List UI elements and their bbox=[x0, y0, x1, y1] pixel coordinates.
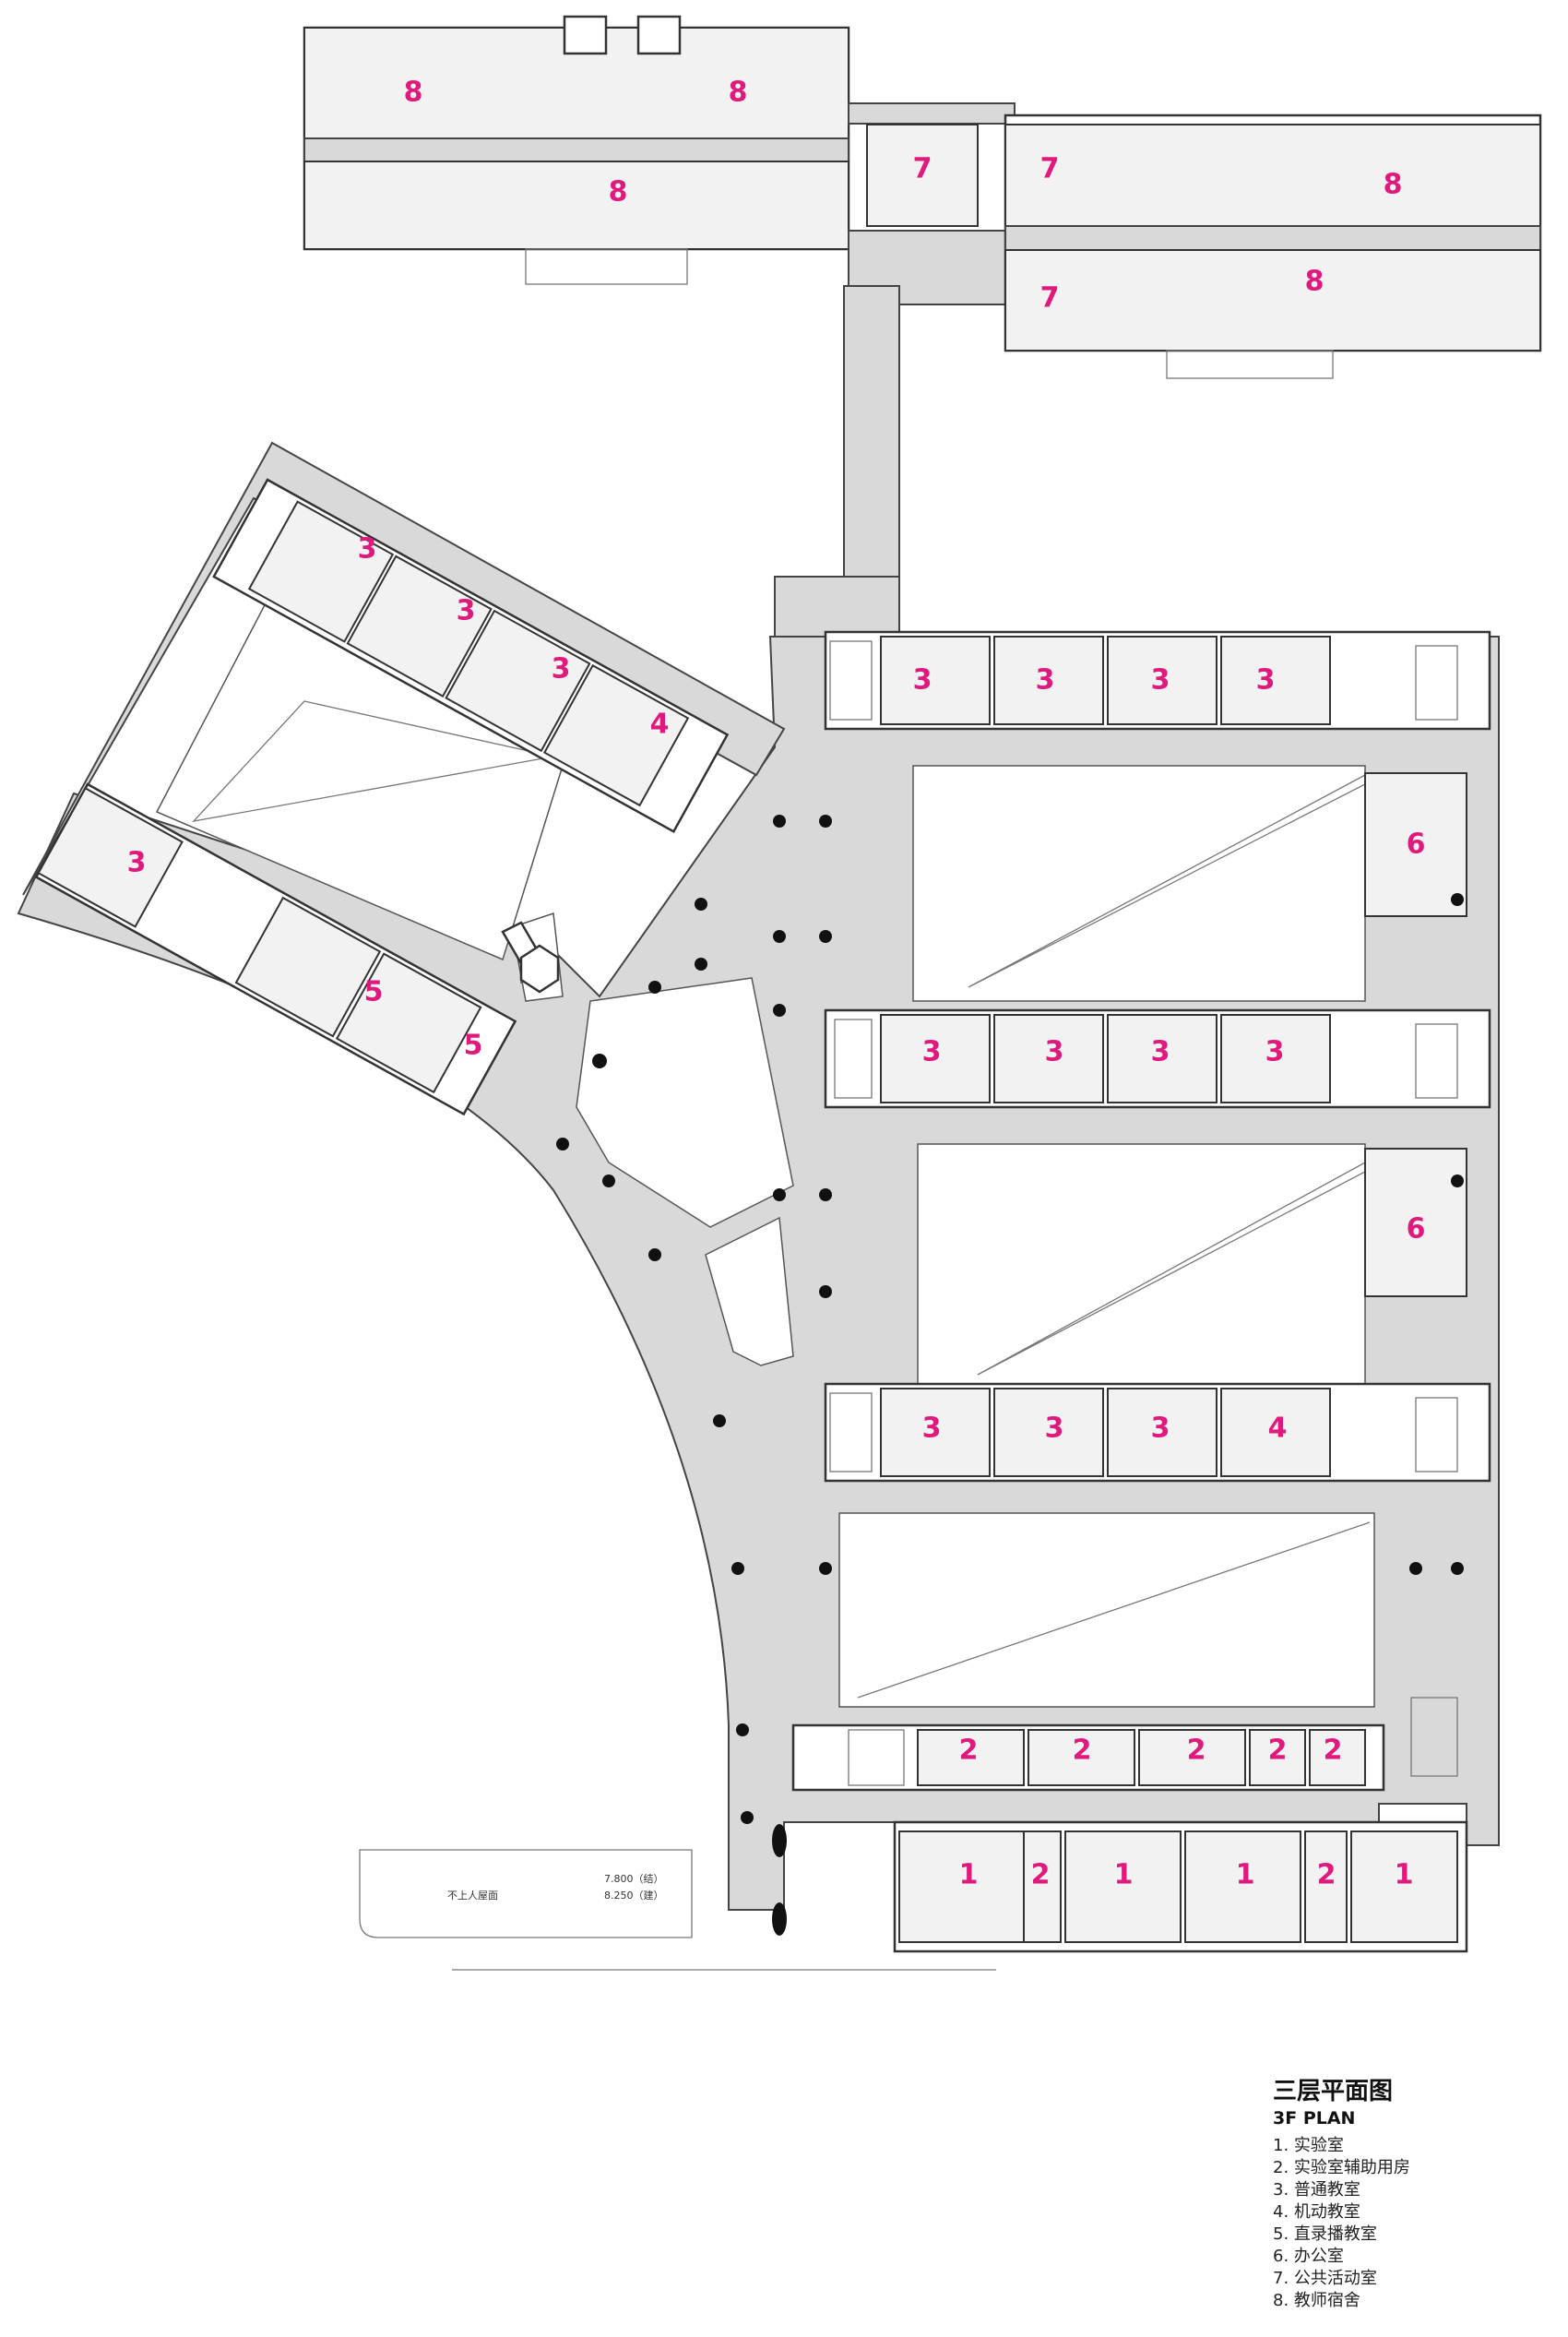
room-label-w-c3: 3 bbox=[552, 653, 571, 686]
room-label-r4-c: 2 bbox=[1187, 1735, 1206, 1767]
row-3 bbox=[824, 1382, 1491, 1483]
north-link-bridge bbox=[848, 102, 1016, 305]
room-label-dorm-e: 8 bbox=[1305, 266, 1324, 298]
legend-item: 2. 实验室辅助用房 bbox=[1273, 2158, 1410, 2177]
room-labels: 8 8 8 8 8 7 7 7 3 3 3 4 3 5 5 3 3 3 3 6 … bbox=[127, 77, 1426, 1891]
room-label-w-c6: 5 bbox=[364, 976, 384, 1008]
labs-row bbox=[893, 1820, 1468, 1953]
room-label-lab-a: 1 bbox=[959, 1859, 979, 1891]
office-block-a bbox=[1364, 772, 1467, 917]
legend-item: 1. 实验室 bbox=[1273, 2136, 1344, 2155]
room-label-r4-b: 2 bbox=[1073, 1735, 1092, 1767]
room-label-dorm-d: 8 bbox=[1384, 169, 1403, 201]
north-dorm-east bbox=[1004, 113, 1542, 379]
room-label-w-c5: 3 bbox=[127, 847, 147, 879]
room-label-r4-d: 2 bbox=[1268, 1735, 1288, 1767]
room-label-r2-c: 3 bbox=[1151, 1036, 1170, 1068]
room-label-act-b: 7 bbox=[1040, 153, 1060, 185]
hexagon-feature bbox=[519, 944, 560, 994]
room-label-r3-c: 3 bbox=[1151, 1413, 1170, 1445]
roof-terrace bbox=[359, 1849, 996, 1971]
room-label-r2-b: 3 bbox=[1045, 1036, 1064, 1068]
room-label-dorm-c: 8 bbox=[609, 176, 628, 209]
level-annotation-1: 7.800（结） bbox=[604, 1873, 664, 1885]
room-label-w-c4: 4 bbox=[650, 709, 670, 741]
room-label-dorm-a: 8 bbox=[404, 77, 423, 109]
room-label-r3-a: 3 bbox=[922, 1413, 942, 1445]
courtyard-voids bbox=[155, 598, 1375, 1708]
north-south-connector bbox=[774, 285, 900, 638]
room-label-r3-b: 3 bbox=[1045, 1413, 1064, 1445]
stair-cores bbox=[829, 640, 1458, 1786]
row-1 bbox=[824, 630, 1491, 731]
room-label-act-c: 7 bbox=[1040, 282, 1060, 315]
room-label-act-a: 7 bbox=[913, 153, 932, 185]
plan-title-cn: 三层平面图 bbox=[1273, 2078, 1394, 2105]
room-label-r1-b: 3 bbox=[1036, 664, 1055, 697]
room-label-r1-d: 3 bbox=[1256, 664, 1276, 697]
room-label-w-c1: 3 bbox=[358, 533, 377, 566]
room-label-w-c2: 3 bbox=[457, 595, 476, 627]
room-label-dorm-b: 8 bbox=[729, 77, 748, 109]
room-label-lab-c: 1 bbox=[1236, 1859, 1255, 1891]
room-label-r4-e: 2 bbox=[1324, 1735, 1343, 1767]
office-block-b bbox=[1364, 1148, 1467, 1297]
legend-item: 8. 教师宿舍 bbox=[1273, 2291, 1360, 2310]
level-annotation-2: 8.250（建） bbox=[604, 1889, 664, 1902]
room-label-r2-a: 3 bbox=[922, 1036, 942, 1068]
legend-item: 6. 办公室 bbox=[1273, 2247, 1344, 2266]
room-label-r2-d: 3 bbox=[1265, 1036, 1285, 1068]
room-label-lab-aux-a: 2 bbox=[1031, 1859, 1051, 1891]
row-4 bbox=[791, 1723, 1385, 1792]
columns bbox=[556, 815, 1464, 1936]
room-label-r4-a: 2 bbox=[959, 1735, 979, 1767]
room-label-r3-d: 4 bbox=[1268, 1413, 1288, 1445]
legend-item: 4. 机动教室 bbox=[1273, 2202, 1360, 2222]
west-wing bbox=[34, 478, 730, 1116]
legend-item: 3. 普通教室 bbox=[1273, 2180, 1360, 2200]
room-label-off-b: 6 bbox=[1407, 1213, 1426, 1246]
room-label-lab-b: 1 bbox=[1114, 1859, 1134, 1891]
legend: 三层平面图 3F PLAN 1. 实验室 2. 实验室辅助用房 3. 普通教室 … bbox=[1273, 2076, 1550, 2312]
room-label-lab-d: 1 bbox=[1395, 1859, 1414, 1891]
room-label-off-a: 6 bbox=[1407, 829, 1426, 861]
north-dorm-west bbox=[303, 15, 850, 285]
room-label-r1-a: 3 bbox=[913, 664, 932, 697]
room-label-w-c7: 5 bbox=[464, 1030, 483, 1062]
room-label-lab-aux-b: 2 bbox=[1317, 1859, 1336, 1891]
plan-title-en: 3F PLAN bbox=[1273, 2108, 1356, 2128]
roof-note: 不上人屋面 bbox=[447, 1890, 498, 1902]
room-label-r1-c: 3 bbox=[1151, 664, 1170, 697]
row-2 bbox=[824, 1008, 1491, 1109]
legend-item: 5. 直录播教室 bbox=[1273, 2224, 1377, 2244]
legend-item: 7. 公共活动室 bbox=[1273, 2269, 1377, 2288]
